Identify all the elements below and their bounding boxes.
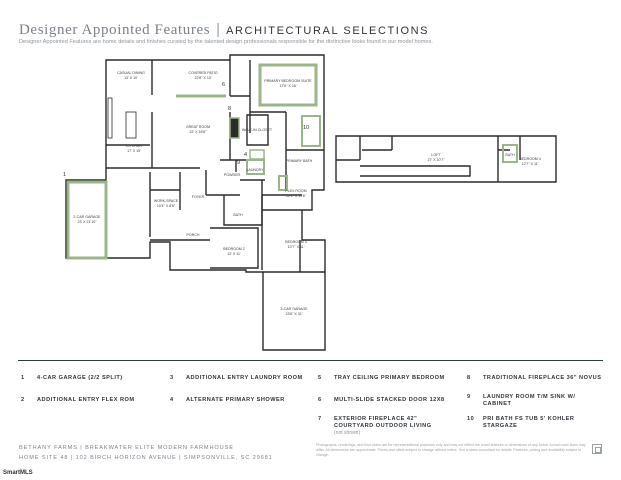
room-primary-bath: PRIMARY BATH (286, 159, 313, 163)
room-flex: FLEX ROOM (285, 189, 306, 193)
footer-address: BETHANY FARMS | BREAKWATER ELITE MODERN … (19, 443, 273, 463)
svg-text:9: 9 (237, 160, 240, 166)
room-kitchen: KITCHEN (126, 144, 142, 148)
room-loft-dim: 27' X 10'7" (427, 158, 445, 162)
svg-text:4: 4 (244, 152, 247, 158)
fireplace-highlight (229, 117, 240, 139)
primary-suite-highlight (258, 63, 318, 107)
room-garage-dim: 23' X 21'10" (77, 220, 97, 224)
divider-top (18, 360, 603, 361)
upper-bath-highlight (502, 144, 518, 163)
primary-bath-highlight (301, 115, 321, 147)
svg-text:1: 1 (63, 172, 66, 178)
room-bath-up: BATH (505, 153, 515, 157)
room-flex-dim: 12'2" X 11'6" (286, 194, 307, 198)
room-great-room: GREAT ROOM (186, 125, 210, 129)
footer-line1: BETHANY FARMS | BREAKWATER ELITE MODERN … (19, 445, 234, 451)
disclaimer: Photographs, renderings, and floor plans… (316, 443, 586, 457)
mls-watermark: SmartMLS (3, 470, 33, 476)
room-foyer: FOYER (192, 195, 205, 199)
svg-text:10: 10 (303, 125, 309, 131)
room-powder: POWDER (224, 173, 241, 177)
room-bedroom4-dim: 12'7" X 11' (522, 162, 539, 166)
laundry-highlight (246, 159, 265, 175)
room-bedroom3-dim: 10'7" X 11' (288, 245, 305, 249)
room-workspace: WORK-SPACE (154, 199, 179, 203)
page-subtitle: ARCHITECTURAL SELECTIONS (226, 25, 430, 37)
room-covered-patio: COVERED PATIO (188, 71, 217, 75)
room-garage3: 3-CAR GARAGE (280, 307, 308, 311)
svg-text:8: 8 (228, 106, 231, 112)
equal-housing-icon (592, 444, 602, 454)
room-bedroom2-dim: 12' X 11' (227, 252, 241, 256)
room-porch: PORCH (187, 233, 200, 237)
room-bedroom4: BEDROOM 4 (519, 157, 541, 161)
room-garage3-dim: 23'6" X 31' (285, 312, 302, 316)
flex-door-highlight (278, 175, 288, 191)
room-casual-dining: CASUAL DINING (117, 71, 145, 75)
room-garage: 2-CAR GARAGE (73, 215, 101, 219)
room-great-room-dim: 22' X 18'8" (189, 130, 207, 134)
title-separator: | (216, 21, 221, 38)
room-casual-dining-dim: 13' X 10' (124, 76, 138, 80)
footer-line2: HOME SITE 48 | 102 BIRCH HORIZON AVENUE … (19, 455, 273, 461)
main-floor-outline (65, 54, 326, 351)
room-covered-patio-dim: 22'8" X 10' (194, 76, 211, 80)
room-laundry: LAUNDRY (246, 168, 264, 172)
page-title: Designer Appointed Features (19, 22, 211, 38)
room-primary-suite-dim: 17'6" X 16' (279, 84, 296, 88)
room-loft: LOFT (431, 153, 441, 157)
feature-item: 7 EXTERIOR FIREPLACE 42" COURTYARD OUTDO… (318, 416, 432, 436)
garage-highlight (66, 180, 108, 260)
room-walk-in: WALK-IN CLOSET (242, 128, 273, 132)
room-bedroom2: BEDROOM 2 (223, 247, 245, 251)
room-primary-suite: PRIMARY BEDROOM SUITE (264, 79, 312, 83)
room-bedroom3: BEDROOM 3 (285, 240, 307, 244)
page-description: Designer Appointed Features are home det… (19, 39, 433, 45)
room-workspace-dim: 10'4" X 8'6" (157, 204, 176, 208)
header: Designer Appointed Features | ARCHITECTU… (19, 21, 429, 39)
upper-floor-outline (335, 135, 557, 183)
room-kitchen-dim: 17' X 15' (127, 149, 141, 153)
shower-highlight (249, 149, 265, 160)
room-bath: BATH (233, 213, 243, 217)
svg-text:6: 6 (222, 82, 225, 88)
